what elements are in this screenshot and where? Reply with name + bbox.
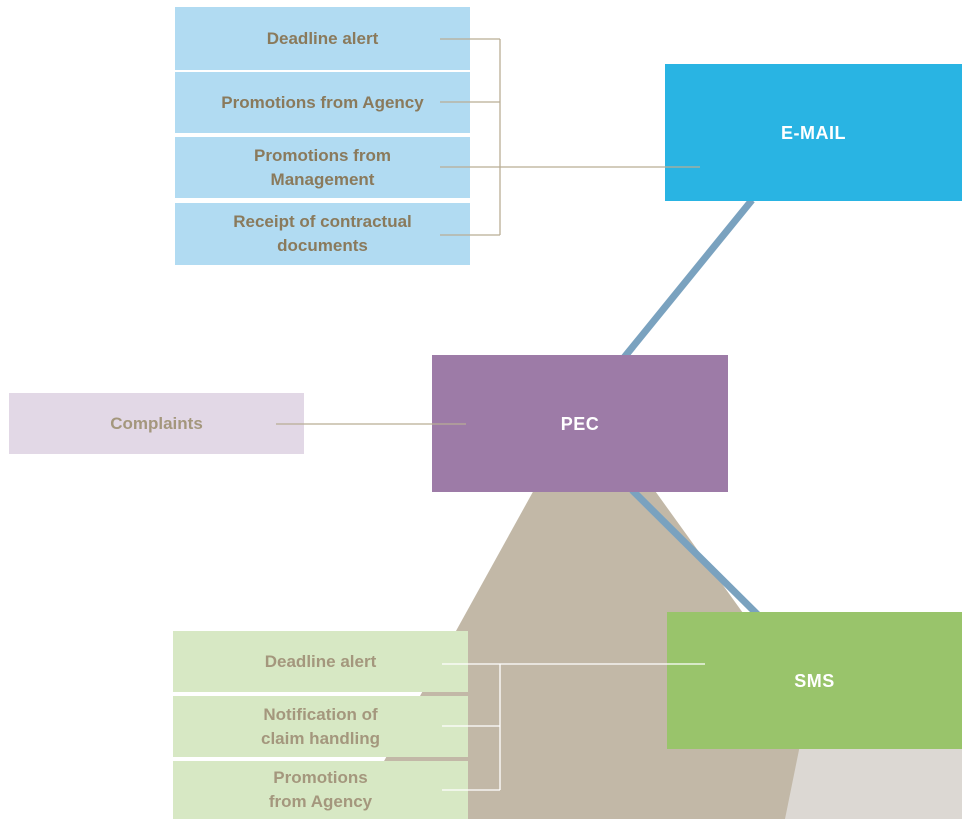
pec-item-complaints: Complaints: [9, 393, 304, 454]
email-item-promotions-management: Promotions from Management: [175, 137, 470, 198]
pec-channel-label: PEC: [560, 413, 600, 434]
email-pec-connector: [619, 197, 755, 363]
sms-item-label: Deadline alert: [264, 651, 377, 671]
pec-item-label: Complaints: [110, 413, 203, 433]
email-channel-box: E-MAIL: [665, 64, 962, 201]
sms-item-label: Promotions from Agency: [268, 768, 373, 811]
email-item-promotions-agency: Promotions from Agency: [175, 72, 470, 133]
sms-item-label: Notification of claim handling: [260, 704, 381, 748]
sms-item-promotions-agency: Promotions from Agency: [173, 761, 468, 819]
email-item-label: Promotions from Management: [254, 145, 391, 189]
email-item-contractual-documents: Receipt of contractual documents: [175, 203, 470, 265]
pec-sms-connector: [629, 487, 761, 618]
pec-channel-box: PEC: [432, 355, 728, 492]
email-item-deadline-alert: Deadline alert: [175, 7, 470, 70]
email-item-label: Deadline alert: [266, 28, 379, 48]
stone-texture: [785, 745, 962, 819]
sms-item-deadline-alert: Deadline alert: [173, 631, 468, 692]
sms-channel-label: SMS: [794, 670, 835, 691]
sms-item-claim-handling: Notification of claim handling: [173, 696, 468, 757]
email-item-label: Receipt of contractual documents: [233, 212, 412, 255]
email-channel-label: E-MAIL: [781, 122, 846, 143]
email-item-label: Promotions from Agency: [221, 92, 424, 112]
sms-channel-box: SMS: [667, 612, 962, 749]
